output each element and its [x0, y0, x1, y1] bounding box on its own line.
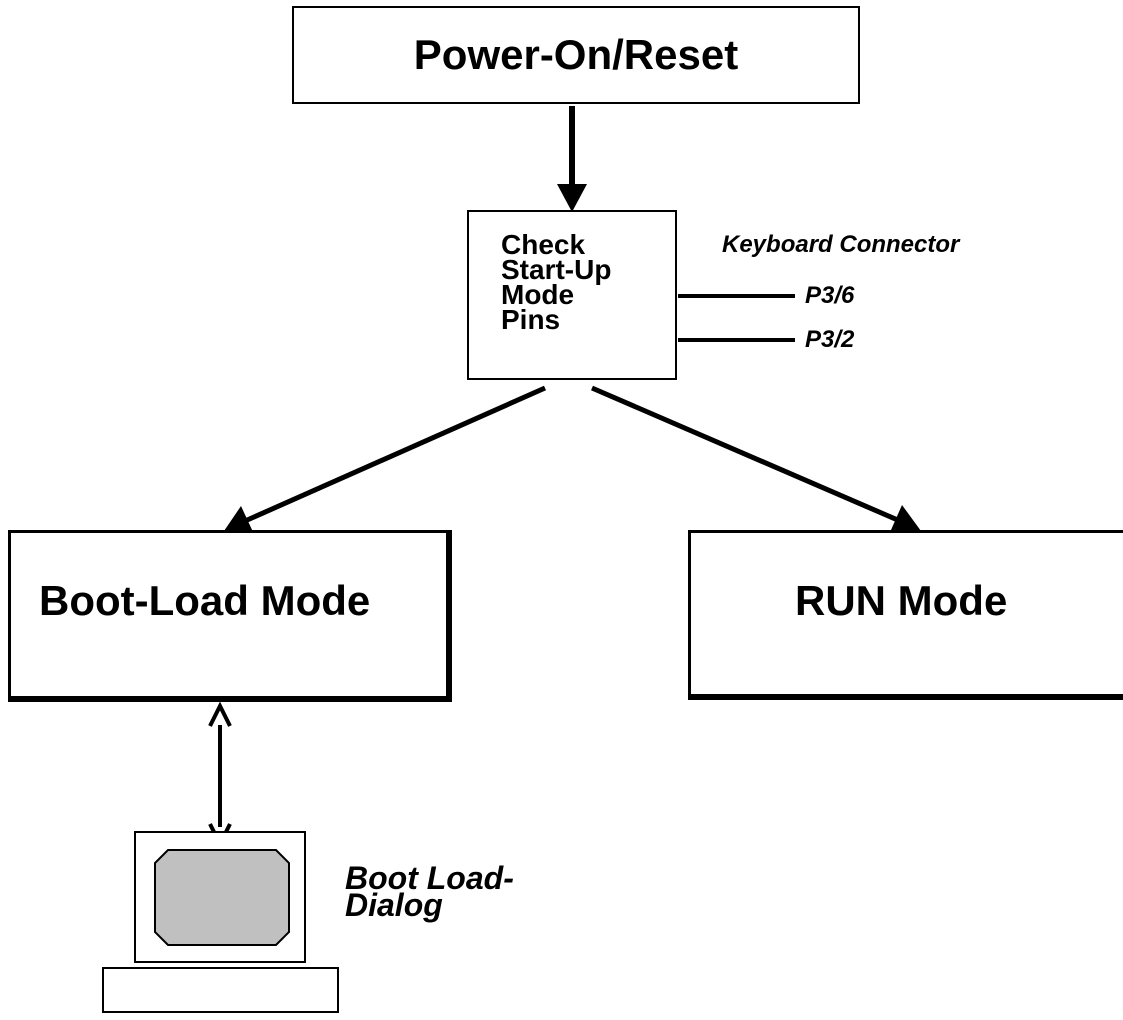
check-line-2: Start-Up [501, 254, 612, 285]
boot-load-dialog-label: Boot Load- Dialog [345, 860, 514, 923]
boot-load-dialog-line-2: Dialog [345, 887, 443, 923]
arrow-check-to-run [591, 385, 921, 531]
check-line-1: Check [501, 229, 586, 260]
check-line-3: Mode [501, 279, 575, 310]
check-startup-mode-box: Check Start-Up Mode Pins [467, 210, 677, 380]
terminal-screen [154, 849, 290, 946]
check-startup-mode-label: Check Start-Up Mode Pins [501, 229, 612, 335]
arrow-bootload-to-terminal [208, 701, 232, 849]
run-mode-label: RUN Mode [795, 577, 1008, 624]
boot-load-mode-box: Boot-Load Mode [8, 530, 452, 702]
arrow-check-to-bootload [224, 385, 547, 532]
run-mode-box: RUN Mode [688, 530, 1123, 700]
pin-label-p3-2: P3/2 [805, 326, 855, 353]
power-on-reset-box: Power-On/Reset [292, 6, 860, 104]
boot-load-dialog-line-1: Boot Load- [345, 860, 514, 896]
pin-label-p3-6: P3/6 [805, 282, 855, 309]
terminal-keyboard [102, 967, 339, 1013]
arrow-power-to-check [557, 106, 587, 212]
keyboard-connector-label: Keyboard Connector [722, 231, 960, 258]
check-line-4: Pins [501, 304, 561, 335]
boot-load-mode-label: Boot-Load Mode [39, 577, 371, 624]
computer-terminal-icon [102, 831, 339, 1013]
power-on-reset-label: Power-On/Reset [413, 31, 739, 78]
